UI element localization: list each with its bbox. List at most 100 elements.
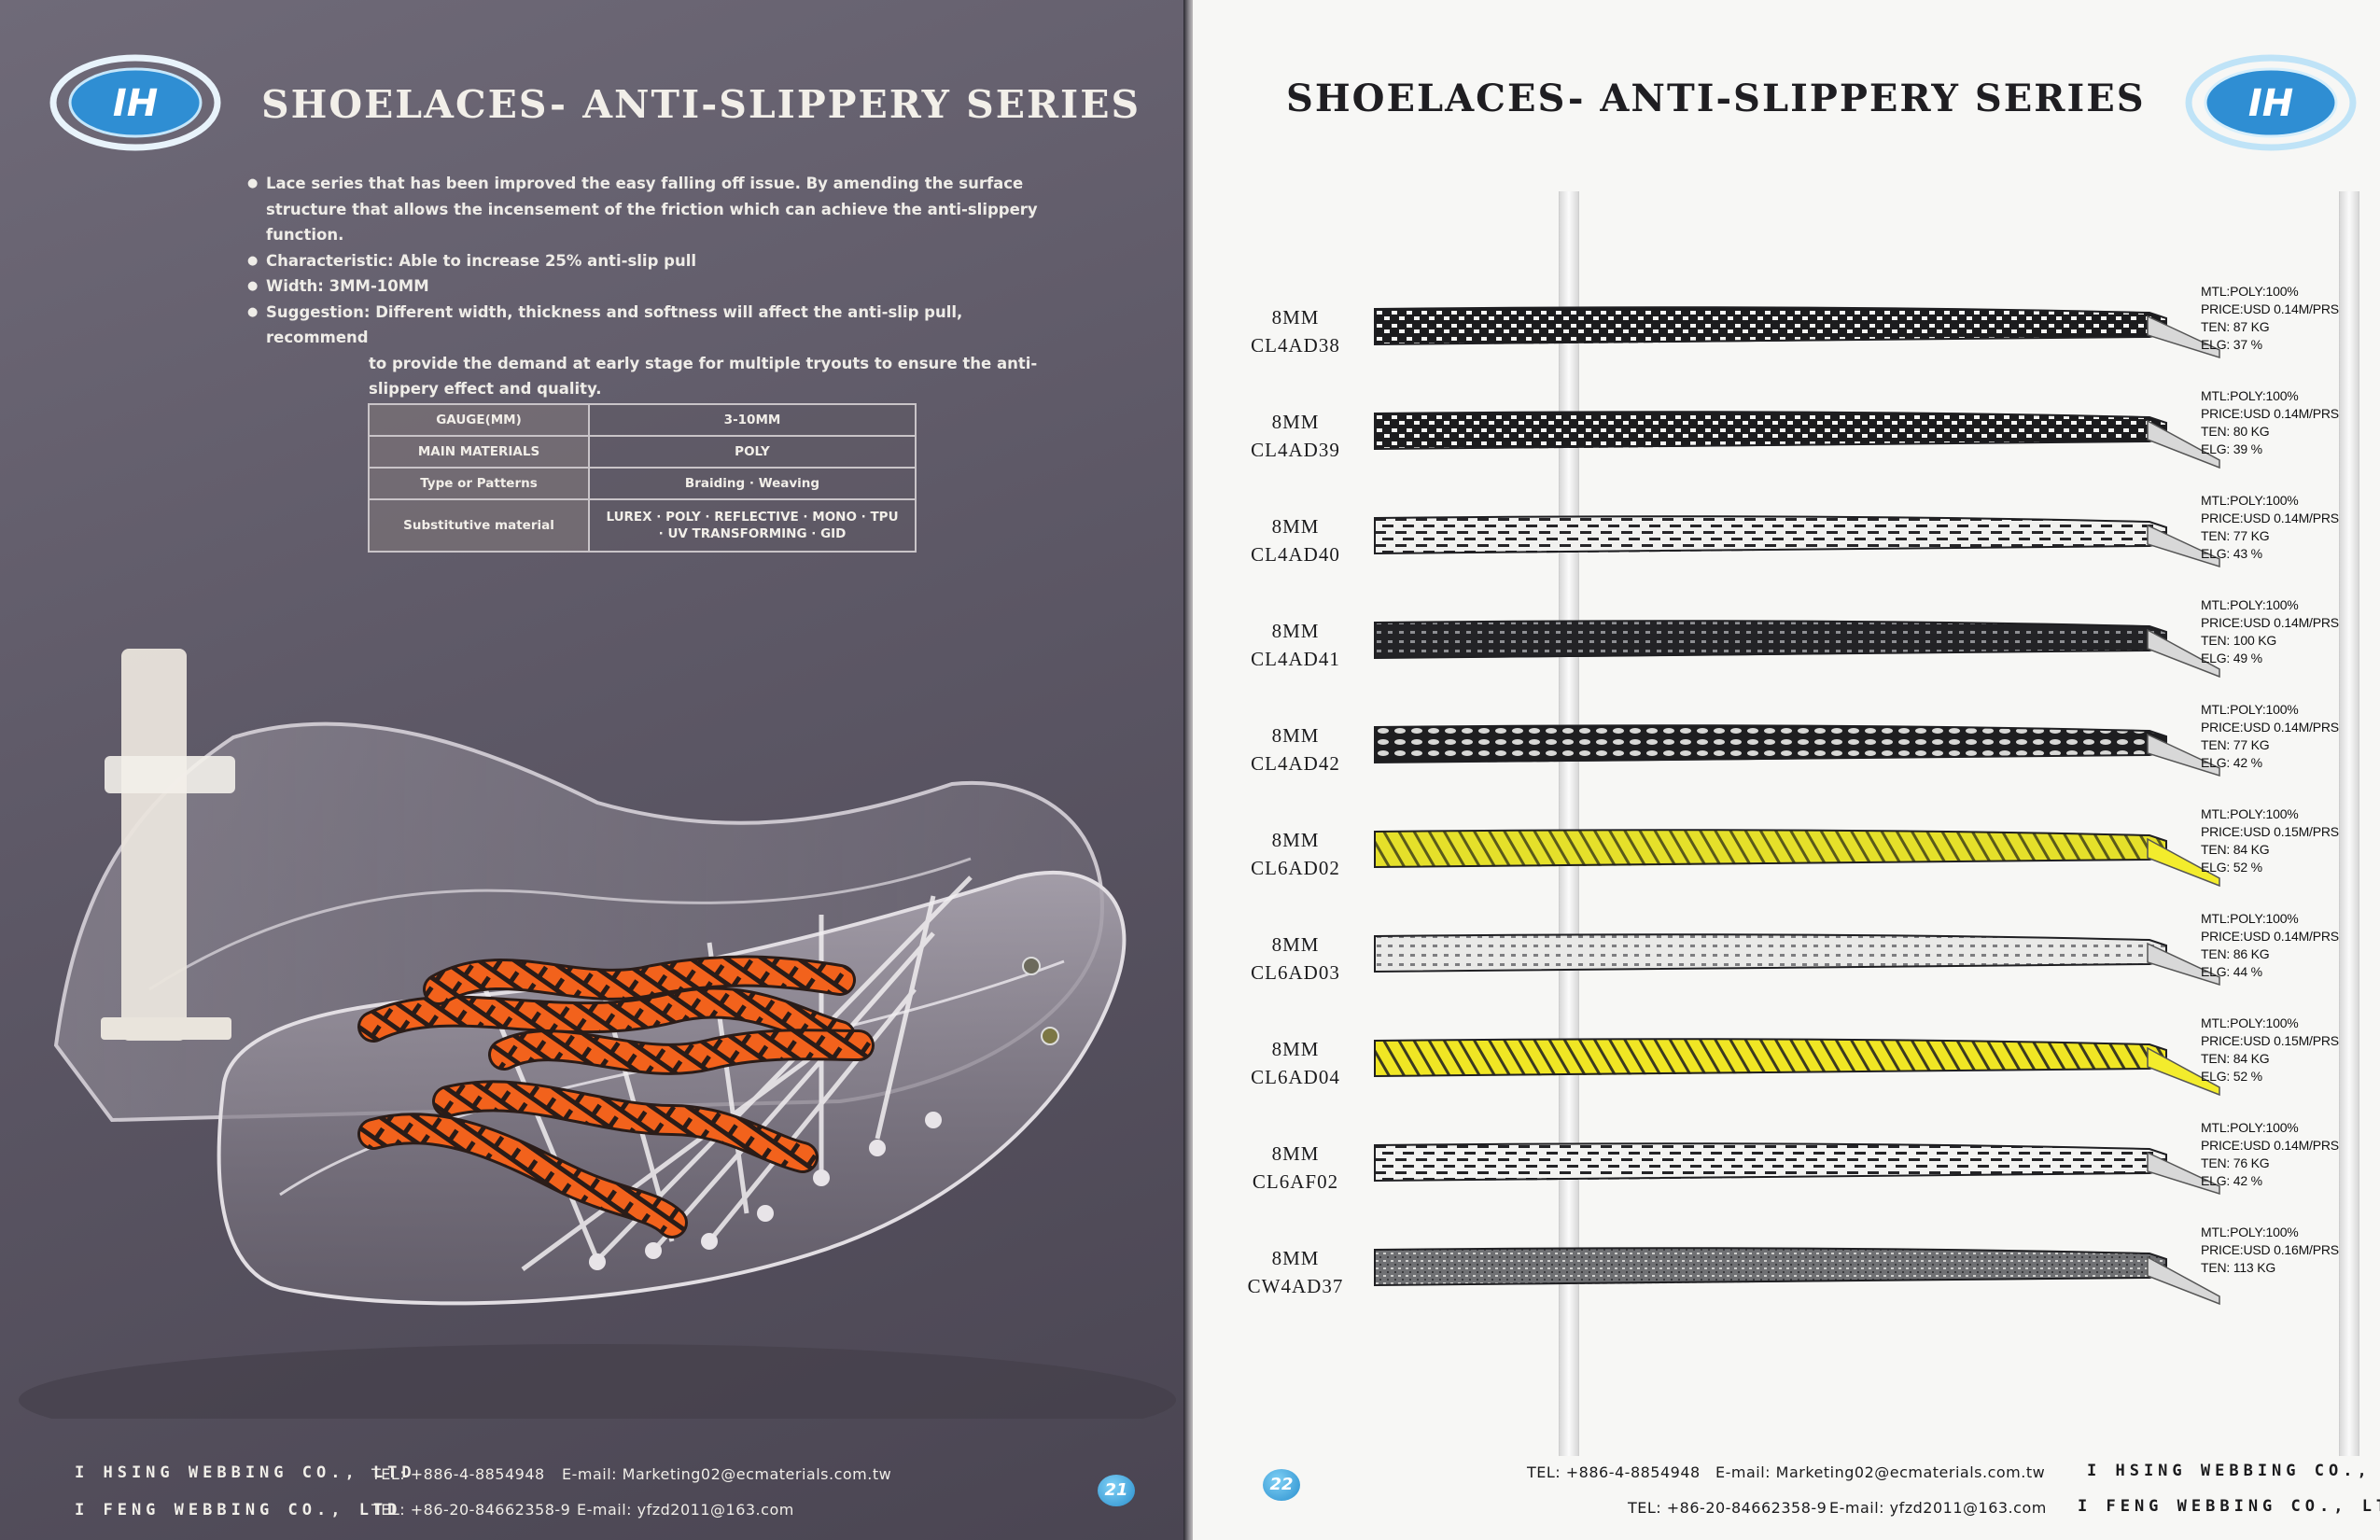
spec-line: TEN: 84 KG — [2201, 1051, 2270, 1066]
item-code: CL6AD04 — [1251, 1066, 1340, 1088]
shoe-illustration — [19, 649, 1176, 1419]
spec-line: MTL:POLY:100% — [2201, 1015, 2299, 1030]
lace-sample — [1374, 296, 2220, 371]
spec-line: ELG: 37 % — [2201, 337, 2262, 352]
item-size: 8MM — [1271, 620, 1320, 642]
card-post-left — [1559, 191, 1579, 1456]
item-code: CL4AD41 — [1251, 648, 1340, 670]
spec-line: MTL:POLY:100% — [2201, 597, 2299, 612]
bullet-characteristic: Characteristic: Able to increase 25% ant… — [247, 248, 1069, 274]
item-size: 8MM — [1271, 411, 1320, 433]
item-code: CL4AD39 — [1251, 439, 1340, 461]
spec-line: TEN: 84 KG — [2201, 842, 2270, 857]
spec-line: ELG: 39 % — [2201, 441, 2262, 456]
email-1: E-mail: Marketing02@ecmaterials.com.tw — [562, 1465, 892, 1483]
spec-line: ELG: 42 % — [2201, 755, 2262, 770]
spec-key: MAIN MATERIALS — [368, 435, 590, 469]
page-number: 22 — [1263, 1469, 1300, 1501]
bullet-suggestion: Suggestion: Different width, thickness a… — [247, 300, 1069, 402]
item-code: CL4AD40 — [1251, 543, 1340, 566]
lace-sample — [1374, 505, 2220, 580]
item-label: 8MM CL6AF02 — [1221, 1140, 1370, 1196]
spec-key: Type or Patterns — [368, 467, 590, 500]
spec-line: TEN: 76 KG — [2201, 1155, 2270, 1170]
spec-line: TEN: 80 KG — [2201, 424, 2270, 439]
spec-line: PRICE:USD 0.14M/PRS — [2201, 720, 2339, 735]
item-code: CL4AD42 — [1251, 752, 1340, 775]
spec-line: PRICE:USD 0.15M/PRS — [2201, 824, 2339, 839]
lace-sample — [1374, 923, 2220, 998]
item-label: 8MM CL4AD38 — [1221, 303, 1370, 359]
spec-line: MTL:POLY:100% — [2201, 284, 2299, 299]
item-size: 8MM — [1271, 1247, 1320, 1269]
spec-line: TEN: 87 KG — [2201, 319, 2270, 334]
item-label: 8MM CL6AD04 — [1221, 1035, 1370, 1091]
lace-sample — [1374, 1237, 2220, 1311]
item-size: 8MM — [1271, 829, 1320, 851]
item-spec: MTL:POLY:100% PRICE:USD 0.15M/PRS TEN: 84 … — [2201, 805, 2339, 876]
table-row: GAUGE(MM) 3-10MM — [368, 403, 917, 437]
page-title: SHOELACES- ANTI-SLIPPERY SERIES — [261, 82, 1141, 127]
lace-sample — [1374, 609, 2220, 684]
spec-line: ELG: 52 % — [2201, 860, 2262, 875]
sample-card — [1376, 191, 2359, 1456]
spec-key: Substitutive material — [368, 498, 590, 553]
spec-line: ELG: 43 % — [2201, 546, 2262, 561]
tel-2: TEL: +86-20-84662358-9 — [1628, 1499, 1827, 1517]
spec-line: PRICE:USD 0.15M/PRS — [2201, 1033, 2339, 1048]
spec-line: PRICE:USD 0.14M/PRS — [2201, 511, 2339, 525]
svg-text:IH: IH — [2248, 82, 2293, 125]
item-size: 8MM — [1271, 1038, 1320, 1060]
item-spec: MTL:POLY:100% PRICE:USD 0.14M/PRS TEN: 77 … — [2201, 701, 2339, 772]
lace-sample — [1374, 1028, 2220, 1102]
spec-value: LUREX · POLY · REFLECTIVE · MONO · TPU ·… — [588, 498, 917, 553]
company-name-2: I FENG WEBBING CO., LTD — [2078, 1497, 2380, 1516]
spec-line: TEN: 100 KG — [2201, 633, 2277, 648]
email-2: E-mail: yfzd2011@163.com — [577, 1501, 794, 1519]
item-size: 8MM — [1271, 724, 1320, 747]
bullet-description: Lace series that has been improved the e… — [247, 171, 1069, 248]
spec-line: TEN: 113 KG — [2201, 1260, 2276, 1275]
spec-line: MTL:POLY:100% — [2201, 1120, 2299, 1135]
item-code: CL6AF02 — [1252, 1170, 1339, 1193]
spec-line: ELG: 44 % — [2201, 964, 2262, 979]
lace-sample — [1374, 819, 2220, 893]
spec-line: MTL:POLY:100% — [2201, 806, 2299, 821]
spec-line: ELG: 49 % — [2201, 651, 2262, 665]
spec-line: MTL:POLY:100% — [2201, 702, 2299, 717]
item-label: 8MM CL4AD42 — [1221, 721, 1370, 777]
item-code: CL4AD38 — [1251, 334, 1340, 357]
tel-1: TEL: +886-4-8854948 — [371, 1465, 545, 1483]
spec-value: Braiding · Weaving — [588, 467, 917, 500]
item-label: 8MM CW4AD37 — [1221, 1244, 1370, 1300]
item-size: 8MM — [1271, 1142, 1320, 1165]
tel-1: TEL: +886-4-8854948 — [1527, 1463, 1701, 1481]
table-row: Substitutive material LUREX · POLY · REF… — [368, 498, 917, 553]
item-size: 8MM — [1271, 933, 1320, 956]
email-1: E-mail: Marketing02@ecmaterials.com.tw — [1715, 1463, 2046, 1481]
orange-lace-group — [357, 955, 875, 1239]
spec-line: TEN: 77 KG — [2201, 737, 2270, 752]
spec-line: PRICE:USD 0.14M/PRS — [2201, 406, 2339, 421]
spec-value: 3-10MM — [588, 403, 917, 437]
tel-2: TEL: +86-20-84662358-9 — [371, 1501, 571, 1519]
spec-line: PRICE:USD 0.16M/PRS — [2201, 1242, 2339, 1257]
spec-line: TEN: 86 KG — [2201, 946, 2270, 961]
item-label: 8MM CL4AD40 — [1221, 512, 1370, 568]
item-code: CW4AD37 — [1247, 1275, 1344, 1297]
item-size: 8MM — [1271, 515, 1320, 538]
spec-table: GAUGE(MM) 3-10MM MAIN MATERIALS POLY Typ… — [368, 403, 917, 553]
spec-value: POLY — [588, 435, 917, 469]
spec-line: PRICE:USD 0.14M/PRS — [2201, 615, 2339, 630]
spec-key: GAUGE(MM) — [368, 403, 590, 437]
lace-sample — [1374, 400, 2220, 475]
company-name-1: I HSING WEBBING CO., LTD — [2087, 1462, 2380, 1480]
spec-line: ELG: 42 % — [2201, 1173, 2262, 1188]
card-post-right — [2339, 191, 2359, 1456]
item-size: 8MM — [1271, 306, 1320, 329]
